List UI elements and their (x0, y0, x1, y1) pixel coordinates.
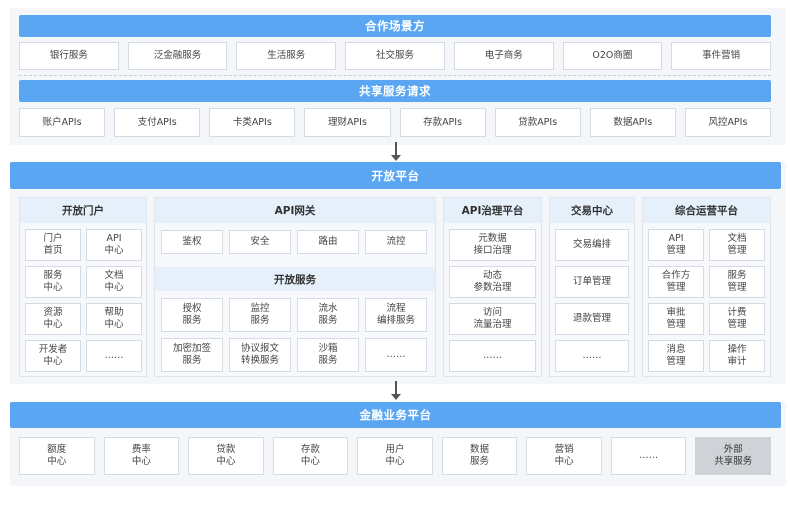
open-service-item: 授权 服务 (161, 298, 223, 332)
finance-item: 营销 中心 (526, 437, 602, 475)
ops-item: 合作方 管理 (648, 266, 704, 298)
portal-item: 文档 中心 (86, 266, 142, 298)
partners-title: 合作场景方 (19, 15, 771, 37)
finance-title: 金融业务平台 (10, 402, 781, 428)
portal-item: …… (86, 340, 142, 372)
shared-api-item: 账户APIs (19, 108, 106, 137)
finance-item: 外部 共享服务 (695, 437, 771, 475)
portal-item: 服务 中心 (25, 266, 81, 298)
partner-scenario-item: 电子商务 (453, 42, 554, 70)
governance-item: 访问 流量治理 (449, 303, 536, 335)
gateway-item: 路由 (297, 230, 359, 254)
open-service-item: 监控 服务 (229, 298, 291, 332)
shared-requests-title: 共享服务请求 (19, 80, 771, 102)
partner-scenario-item: 生活服务 (236, 42, 337, 70)
finance-item: 数据 服务 (441, 437, 518, 475)
shared-api-item: 理财APIs (304, 108, 391, 137)
trade-title: 交易中心 (550, 198, 634, 223)
trade-item: 交易编排 (555, 229, 629, 261)
finance-item: 用户 中心 (357, 437, 433, 475)
platform-title: 开放平台 (10, 162, 781, 189)
ops-item: API 管理 (648, 229, 704, 261)
ops-item: 计费 管理 (709, 303, 765, 335)
gateway-title: API网关 (155, 198, 435, 223)
governance-item: 元数据 接口治理 (449, 229, 536, 261)
arrow-down-icon (391, 381, 401, 400)
arrow-down-icon (391, 142, 401, 161)
portal-item: 开发者 中心 (25, 340, 81, 372)
ops-item: 消息 管理 (648, 340, 704, 372)
open-service-item: 流水 服务 (297, 298, 359, 332)
partner-scenario-item: 事件营销 (671, 42, 771, 70)
shared-api-item: 支付APIs (114, 108, 201, 137)
finance-item: 费率 中心 (103, 437, 180, 475)
governance-item: 动态 参数治理 (449, 266, 536, 298)
portal-item: API 中心 (86, 229, 142, 261)
partner-scenario-item: 泛金融服务 (127, 42, 228, 70)
open-service-item: 沙箱 服务 (297, 338, 359, 372)
gateway-item: 鉴权 (161, 230, 223, 254)
portal-item: 资源 中心 (25, 303, 81, 335)
governance-title: API治理平台 (444, 198, 541, 223)
shared-api-item: 风控APIs (684, 108, 771, 137)
partner-scenario-item: 银行服务 (19, 42, 119, 70)
finance-item: 额度 中心 (19, 437, 95, 475)
open-service-item: …… (365, 338, 427, 372)
gateway-item: 流控 (365, 230, 427, 254)
partners-divider (19, 75, 771, 76)
trade-item: 退款管理 (555, 303, 629, 335)
finance-item: …… (610, 437, 687, 475)
open-services-title: 开放服务 (155, 267, 435, 291)
open-service-item: 流程 编排服务 (365, 298, 427, 332)
trade-item: 订单管理 (555, 266, 629, 298)
shared-api-item: 卡类APIs (209, 108, 296, 137)
open-service-item: 协议报文 转换服务 (229, 338, 291, 372)
portal-title: 开放门户 (20, 198, 146, 223)
ops-item: 文档 管理 (709, 229, 765, 261)
ops-item: 服务 管理 (709, 266, 765, 298)
finance-item: 存款 中心 (272, 437, 349, 475)
open-service-item: 加密加签 服务 (161, 338, 223, 372)
portal-item: 门户 首页 (25, 229, 81, 261)
shared-api-item: 贷款APIs (494, 108, 581, 137)
partner-scenario-item: O2O商圈 (562, 42, 663, 70)
shared-api-item: 数据APIs (589, 108, 676, 137)
finance-item: 贷款 中心 (188, 437, 264, 475)
portal-item: 帮助 中心 (86, 303, 142, 335)
shared-api-item: 存款APIs (399, 108, 486, 137)
trade-item: …… (555, 340, 629, 372)
gateway-item: 安全 (229, 230, 291, 254)
ops-item: 审批 管理 (648, 303, 704, 335)
ops-title: 综合运营平台 (643, 198, 770, 223)
partner-scenario-item: 社交服务 (345, 42, 445, 70)
ops-item: 操作 审计 (709, 340, 765, 372)
governance-item: …… (449, 340, 536, 372)
